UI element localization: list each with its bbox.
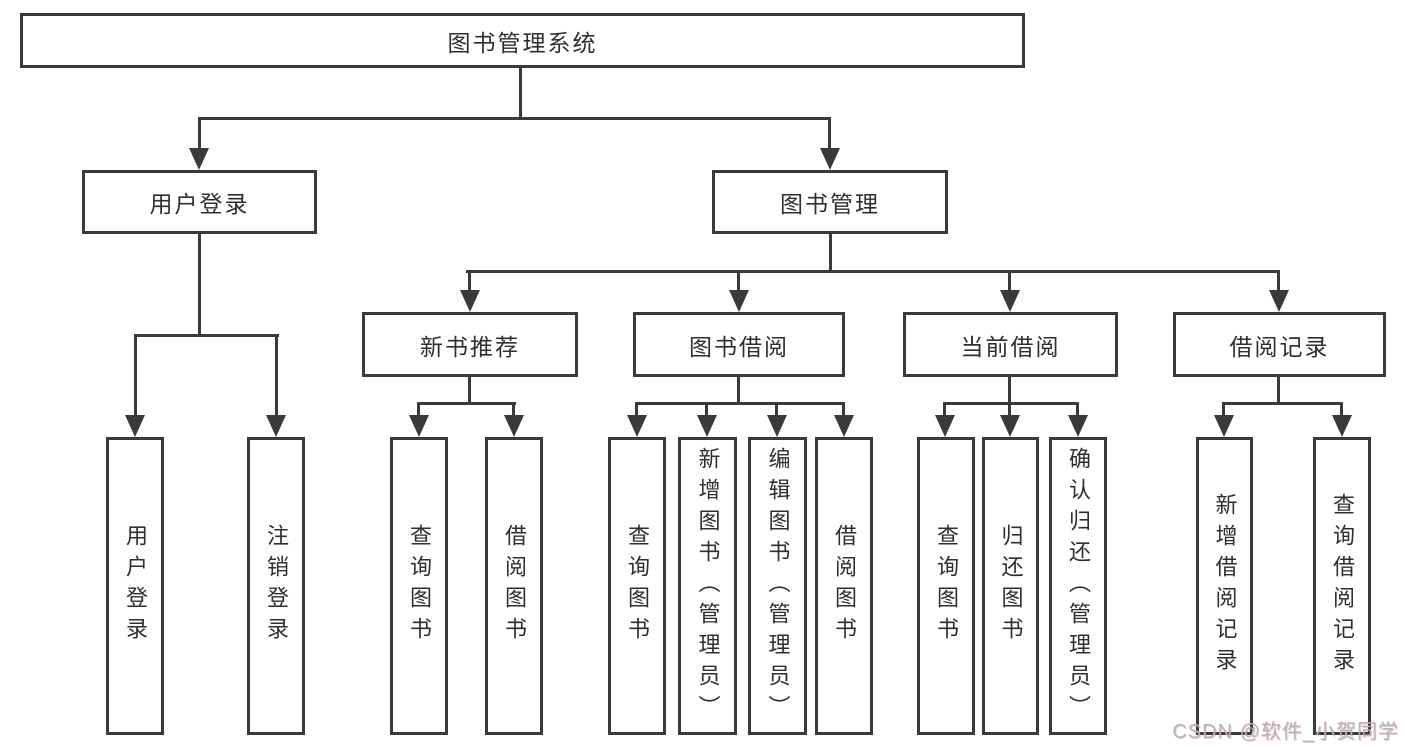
connector-line <box>466 270 1280 273</box>
arrow-down-icon <box>729 290 749 312</box>
arrow-down-icon <box>935 415 955 437</box>
connector-line <box>737 377 740 404</box>
arrow-down-icon <box>697 415 717 437</box>
leaf-query-books-recommend: 查询图书 <box>390 437 448 735</box>
arrow-down-icon <box>266 415 286 437</box>
leaf-add-borrow-record: 新增借阅记录 <box>1196 437 1253 735</box>
connector-line <box>134 337 137 417</box>
connector-line <box>1222 404 1225 417</box>
node-borrow-records: 借阅记录 <box>1173 312 1386 377</box>
node-user-login: 用户登录 <box>82 170 317 234</box>
node-new-book-recommend: 新书推荐 <box>362 312 578 377</box>
csdn-watermark: CSDN @软件_小贺同学 <box>1172 721 1399 743</box>
connector-line <box>519 68 522 120</box>
arrow-down-icon <box>767 415 787 437</box>
connector-line <box>1277 377 1280 404</box>
arrow-down-icon <box>409 415 429 437</box>
leaf-borrow-books-recommend: 借阅图书 <box>485 437 543 735</box>
arrow-down-icon <box>627 415 647 437</box>
leaf-query-books-current: 查询图书 <box>917 437 975 735</box>
arrow-down-icon <box>460 290 480 312</box>
leaf-confirm-return-admin: 确认归还（管理员） <box>1049 437 1107 735</box>
connector-line <box>198 120 201 150</box>
connector-line <box>417 404 420 417</box>
connector-line <box>512 404 515 417</box>
connector-line <box>134 334 279 337</box>
arrow-down-icon <box>1000 415 1020 437</box>
arrow-down-icon <box>1000 290 1020 312</box>
arrow-down-icon <box>1214 415 1234 437</box>
leaf-add-book-admin: 新增图书（管理员） <box>678 437 737 735</box>
connector-line <box>198 234 201 336</box>
connector-line <box>468 377 471 404</box>
connector-line <box>1008 377 1011 404</box>
leaf-logout: 注销登录 <box>247 437 305 735</box>
connector-line <box>1340 404 1343 417</box>
connector-line <box>635 402 845 405</box>
arrow-down-icon <box>1332 415 1352 437</box>
connector-line <box>1277 273 1280 292</box>
connector-line <box>737 273 740 292</box>
connector-line <box>828 120 831 150</box>
leaf-query-books-borrow: 查询图书 <box>608 437 666 735</box>
leaf-return-book: 归还图书 <box>982 437 1039 735</box>
connector-line <box>468 273 471 292</box>
connector-line <box>1222 402 1343 405</box>
arrow-down-icon <box>504 415 524 437</box>
arrow-down-icon <box>820 148 840 170</box>
arrow-down-icon <box>1269 290 1289 312</box>
connector-line <box>1008 273 1011 292</box>
connector-line <box>943 404 946 417</box>
leaf-edit-book-admin: 编辑图书（管理员） <box>748 437 807 735</box>
connector-line <box>1008 404 1011 417</box>
connector-line <box>1076 404 1079 417</box>
arrow-down-icon <box>125 415 145 437</box>
node-book-borrow: 图书借阅 <box>633 312 845 377</box>
connector-line <box>275 337 278 417</box>
node-book-management: 图书管理 <box>712 170 948 234</box>
connector-line <box>842 404 845 417</box>
connector-line <box>705 404 708 417</box>
connector-line <box>417 402 516 405</box>
leaf-user-login: 用户登录 <box>106 437 164 735</box>
node-current-borrow: 当前借阅 <box>903 312 1118 377</box>
arrow-down-icon <box>1068 415 1088 437</box>
connector-line <box>829 234 832 272</box>
connector-line <box>943 402 1079 405</box>
connector-line <box>198 117 831 120</box>
node-library-management-system: 图书管理系统 <box>20 13 1025 68</box>
arrow-down-icon <box>189 148 209 170</box>
connector-line <box>635 404 638 417</box>
arrow-down-icon <box>834 415 854 437</box>
leaf-query-borrow-record: 查询借阅记录 <box>1313 437 1371 735</box>
connector-line <box>775 404 778 417</box>
leaf-borrow-books: 借阅图书 <box>815 437 873 735</box>
